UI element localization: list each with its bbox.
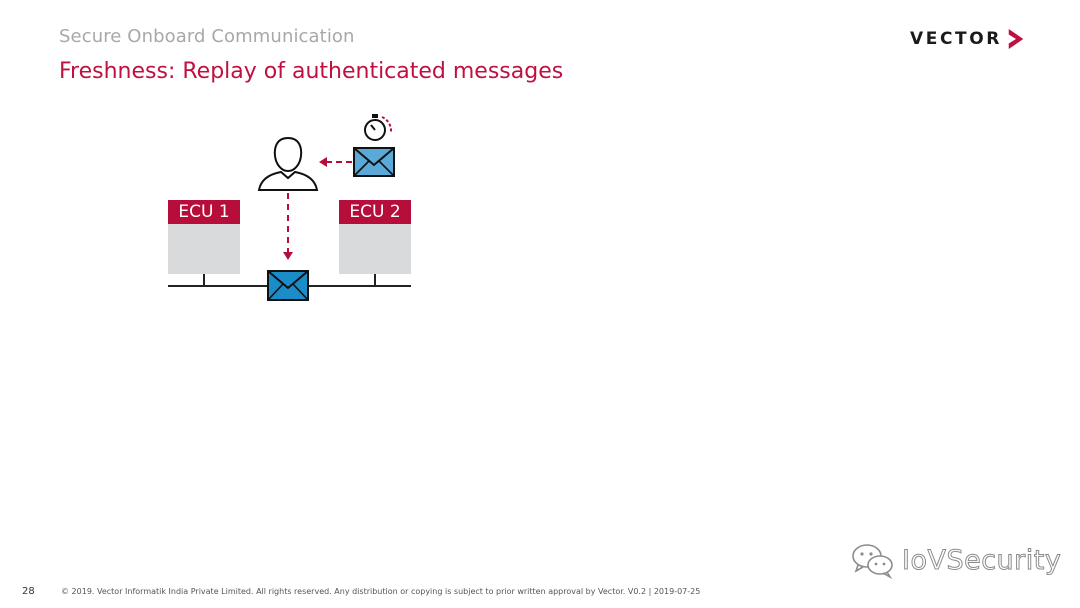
envelope-icon [267,270,309,301]
arrowhead-left [319,157,327,167]
ecu1-label: ECU 1 [168,200,240,224]
page-title: Freshness: Replay of authenticated messa… [59,59,564,84]
ecu2-label: ECU 2 [339,200,411,224]
ecu1-body [168,224,240,274]
vector-logo: VECTOR [910,26,1026,52]
chevron-right-icon [1008,28,1024,50]
envelope-icon [353,147,395,177]
ecu2-body [339,224,411,274]
stopwatch-icon [364,114,393,141]
header-subtitle: Secure Onboard Communication [59,26,355,47]
watermark-text: IoVSecurity [901,544,1062,576]
arrowhead-down [283,252,293,260]
page-number: 28 [22,586,35,597]
footer-copyright: © 2019. Vector Informatik India Private … [61,587,701,596]
wechat-icon [852,544,893,579]
logo-text: VECTOR [910,29,1002,49]
person-icon [257,136,319,191]
watermark: IoVSecurity [850,540,1061,580]
